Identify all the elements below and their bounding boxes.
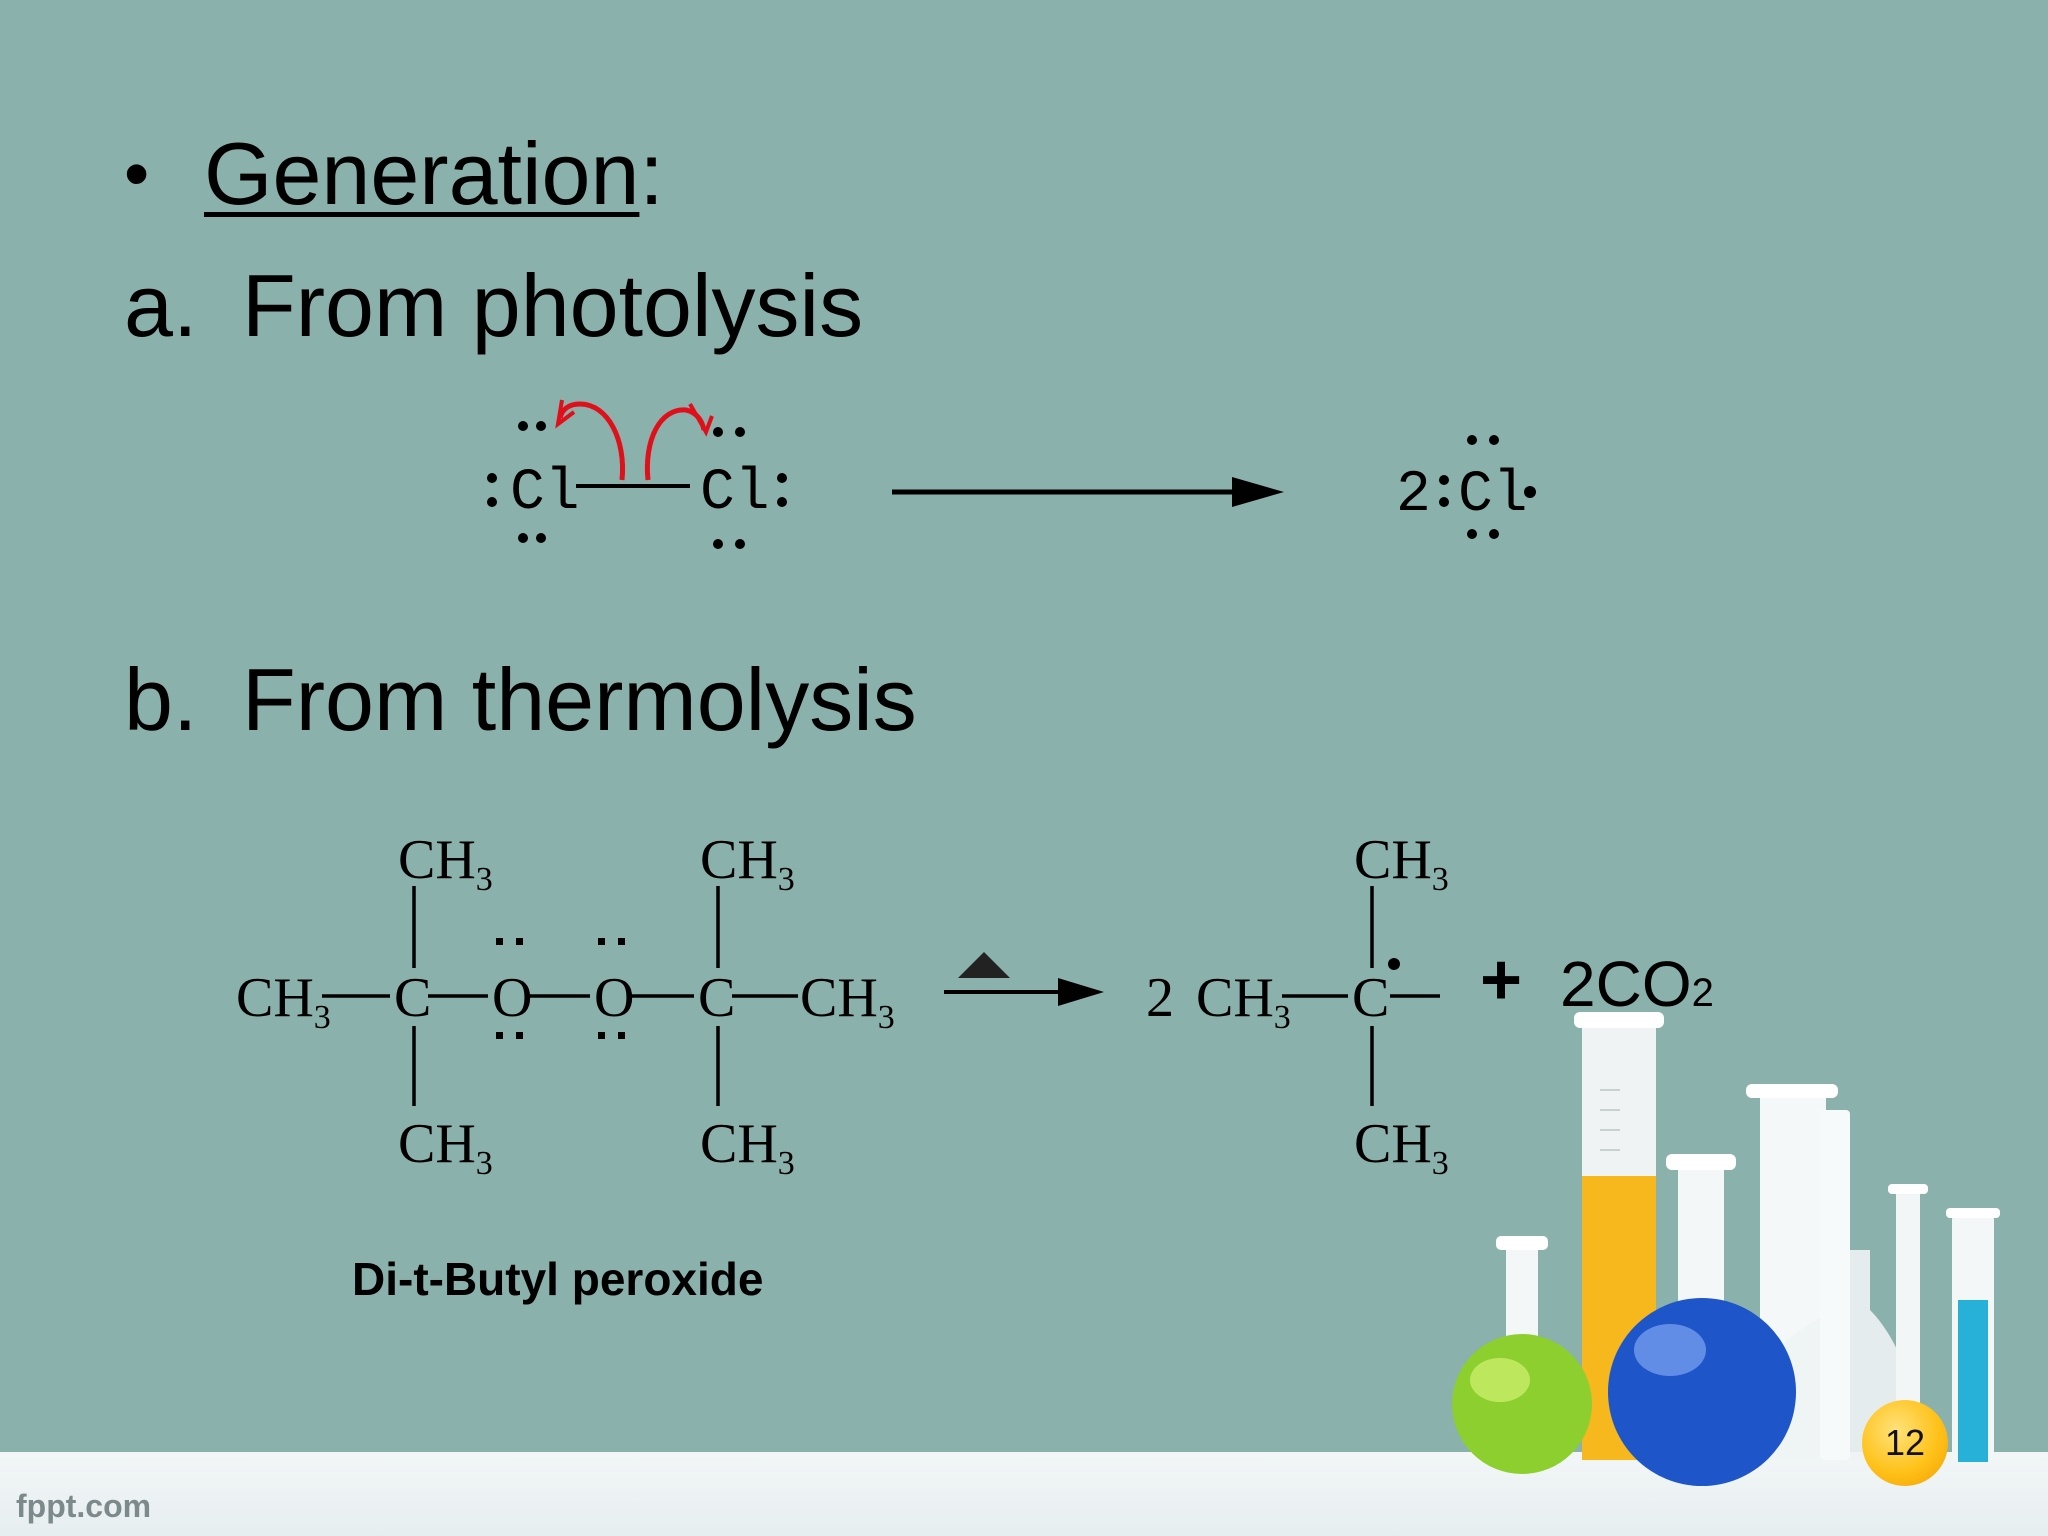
slide-number-badge: 12 (1862, 1400, 1948, 1486)
methyl-right: CH3 (800, 967, 895, 1036)
thermolysis-reaction: CH3 CH3 CH3 CH3 CH3 C O O C CH3 (236, 829, 1449, 1182)
carbon-left: C (394, 967, 431, 1029)
item-thermolysis: b.From thermolysis (124, 656, 917, 744)
product-methyl-left: CH3 (1196, 967, 1291, 1036)
peroxide-caption: Di-t-Butyl peroxide (352, 1253, 764, 1305)
carbon-right: C (698, 967, 735, 1029)
product-methyl-bottom: CH3 (1354, 1113, 1449, 1182)
heading-colon: : (639, 124, 664, 223)
heat-triangle-icon (958, 952, 1010, 978)
item-text: From photolysis (242, 256, 864, 355)
photolysis-arrowhead (1232, 477, 1284, 507)
methyl-bottom-left: CH3 (398, 1113, 493, 1182)
co2-product: 2CO2 (1560, 948, 1714, 1020)
item-marker: a. (124, 256, 198, 355)
lone-pairs-cl2 (713, 427, 787, 549)
item-photolysis: a.From photolysis (124, 262, 863, 350)
thermolysis-arrowhead (1058, 978, 1104, 1006)
chlorine-atom-2: Cl (700, 461, 770, 526)
product-chlorine-radical: Cl (1458, 463, 1528, 528)
product-coefficient: 2 (1396, 463, 1431, 528)
photolysis-reaction: Cl Cl 2 Cl (487, 399, 1536, 549)
radical-dot (1388, 958, 1400, 970)
item-text: From thermolysis (242, 650, 917, 749)
heading-title: Generation (204, 124, 640, 223)
oxygen-right: O (594, 967, 634, 1029)
methyl-top-left: CH3 (398, 829, 493, 898)
oxygen-left: O (492, 967, 532, 1029)
product-bonds (1282, 886, 1440, 1106)
heading-line: •Generation: (124, 130, 664, 218)
lab-glassware-illustration (1452, 1012, 2000, 1486)
product-methyl-top: CH3 (1354, 829, 1449, 898)
methyl-left: CH3 (236, 967, 331, 1036)
fishhook-arrows (555, 399, 714, 481)
methyl-top-right: CH3 (700, 829, 795, 898)
plus-sign: + (1480, 940, 1522, 1020)
oxygen-lone-pairs (496, 938, 625, 1039)
methyl-bottom-right: CH3 (700, 1113, 795, 1182)
chlorine-atom-1: Cl (510, 461, 580, 526)
bullet-icon: • (124, 134, 150, 214)
lone-pairs-product (1439, 435, 1536, 539)
product-carbon-radical: C (1352, 967, 1389, 1029)
product-coefficient-thermo: 2 (1146, 967, 1174, 1029)
peroxide-bonds (322, 886, 798, 1106)
brand-watermark[interactable]: fppt.com (16, 1488, 152, 1524)
item-marker: b. (124, 650, 198, 749)
lone-pairs-cl1 (487, 421, 546, 543)
